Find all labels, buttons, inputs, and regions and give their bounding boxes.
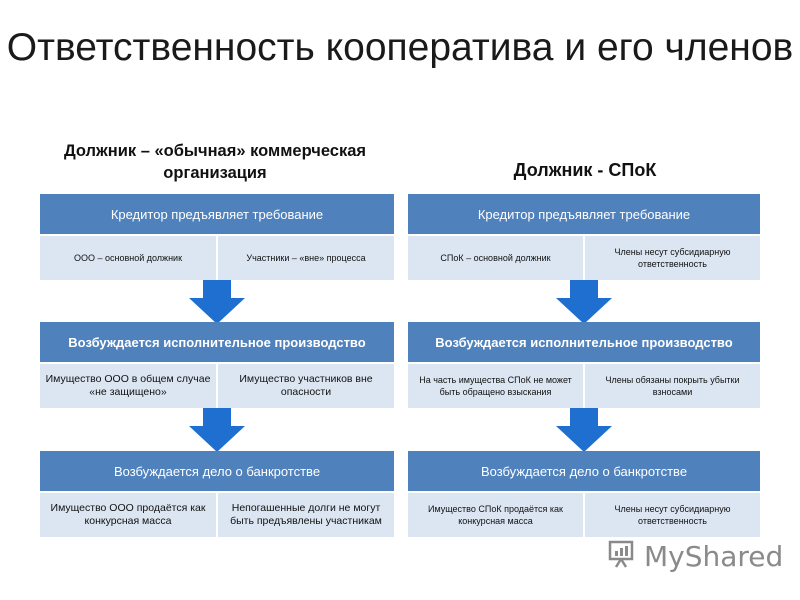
- left-step-1-bar: Кредитор предъявляет требование: [40, 194, 394, 234]
- left-step-2-bar: Возбуждается исполнительное производство: [40, 322, 394, 362]
- right-step-2-bar: Возбуждается исполнительное производство: [408, 322, 760, 362]
- left-step-1-cell-1: ООО – основной должник: [40, 236, 216, 280]
- right-step-2-cell-1: На часть имущества СПоК не может быть об…: [408, 364, 583, 408]
- left-step-2-cell-2: Имущество участников вне опасности: [218, 364, 394, 408]
- down-arrow-icon: [556, 408, 612, 452]
- right-step-3-bar: Возбуждается дело о банкротстве: [408, 451, 760, 491]
- slide-title: Ответственность кооператива и его членов: [6, 26, 794, 69]
- right-step-3-cell-1: Имущество СПоК продаётся как конкурсная …: [408, 493, 583, 537]
- right-step-1-cell-1: СПоК – основной должник: [408, 236, 583, 280]
- right-column-heading: Должник - СПоК: [513, 160, 657, 180]
- left-step-1-details: ООО – основной должник Участники – «вне»…: [40, 236, 394, 280]
- right-step-1-cell-2: Члены несут субсидиарную ответственность: [585, 236, 760, 280]
- left-step-3-cell-1: Имущество ООО продаётся как конкурсная м…: [40, 493, 216, 537]
- left-step-2-details: Имущество ООО в общем случае «не защищен…: [40, 364, 394, 408]
- right-step-3-details: Имущество СПоК продаётся как конкурсная …: [408, 493, 760, 537]
- right-step-2-cell-2: Члены обязаны покрыть убытки взносами: [585, 364, 760, 408]
- down-arrow-icon: [556, 280, 612, 324]
- left-column-heading: Должник – «обычная» коммерческая организ…: [63, 142, 367, 182]
- left-step-3-details: Имущество ООО продаётся как конкурсная м…: [40, 493, 394, 537]
- watermark-text: MyShared: [644, 539, 784, 573]
- left-step-2-cell-1: Имущество ООО в общем случае «не защищен…: [40, 364, 216, 408]
- presentation-board-icon: [608, 539, 638, 574]
- down-arrow-icon: [189, 280, 245, 324]
- watermark-logo: MyShared: [608, 536, 783, 576]
- left-step-3-bar: Возбуждается дело о банкротстве: [40, 451, 394, 491]
- right-step-3-cell-2: Члены несут субсидиарную ответственность: [585, 493, 760, 537]
- down-arrow-icon: [189, 408, 245, 452]
- right-step-1-bar: Кредитор предъявляет требование: [408, 194, 760, 234]
- left-step-3-cell-2: Непогашенные долги не могут быть предъяв…: [218, 493, 394, 537]
- right-step-2-details: На часть имущества СПоК не может быть об…: [408, 364, 760, 408]
- left-step-1-cell-2: Участники – «вне» процесса: [218, 236, 394, 280]
- right-step-1-details: СПоК – основной должник Члены несут субс…: [408, 236, 760, 280]
